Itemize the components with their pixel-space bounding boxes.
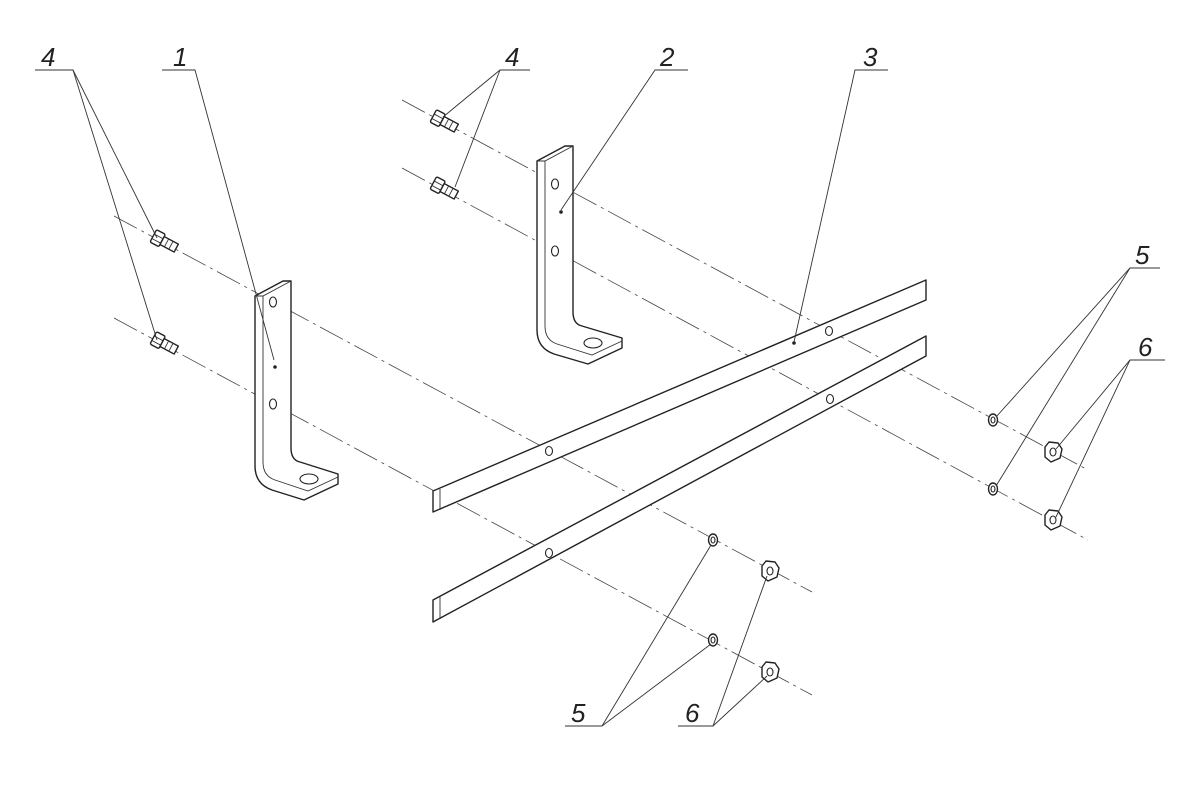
washer-right-2 (987, 482, 999, 496)
axis-line-left-1 (113, 215, 813, 593)
washer-bottom-1 (707, 533, 719, 547)
bolt-top-2 (429, 176, 460, 200)
callout-3: 3 (863, 42, 878, 72)
bracket-left (254, 280, 339, 501)
bolt-left-1 (149, 229, 180, 253)
washer-right-1 (987, 413, 999, 427)
callout-1: 1 (173, 42, 187, 72)
bolt-left-2 (149, 331, 180, 355)
callout-4-left: 4 (41, 42, 55, 72)
strip-upper (432, 279, 927, 513)
nut-bottom-2 (761, 661, 780, 683)
axis-line-top-2 (401, 167, 1089, 541)
bolt-top-1 (429, 109, 460, 133)
callout-6-right: 6 (1138, 332, 1153, 362)
assembly-axes (113, 99, 1089, 696)
callout-2: 2 (659, 42, 675, 72)
callout-6-bottom: 6 (685, 698, 700, 728)
bracket-right (536, 145, 623, 365)
axis-line-left-2 (113, 317, 813, 696)
nut-right-2 (1044, 509, 1063, 531)
washer-bottom-2 (707, 633, 719, 647)
axis-line-top-1 (401, 99, 1089, 471)
callout-5-right: 5 (1135, 240, 1150, 270)
callout-4-top: 4 (505, 42, 519, 72)
leader-lines (35, 69, 1165, 727)
nut-bottom-1 (761, 560, 780, 582)
callout-5-bottom: 5 (571, 698, 586, 728)
strip-lower (432, 335, 927, 623)
